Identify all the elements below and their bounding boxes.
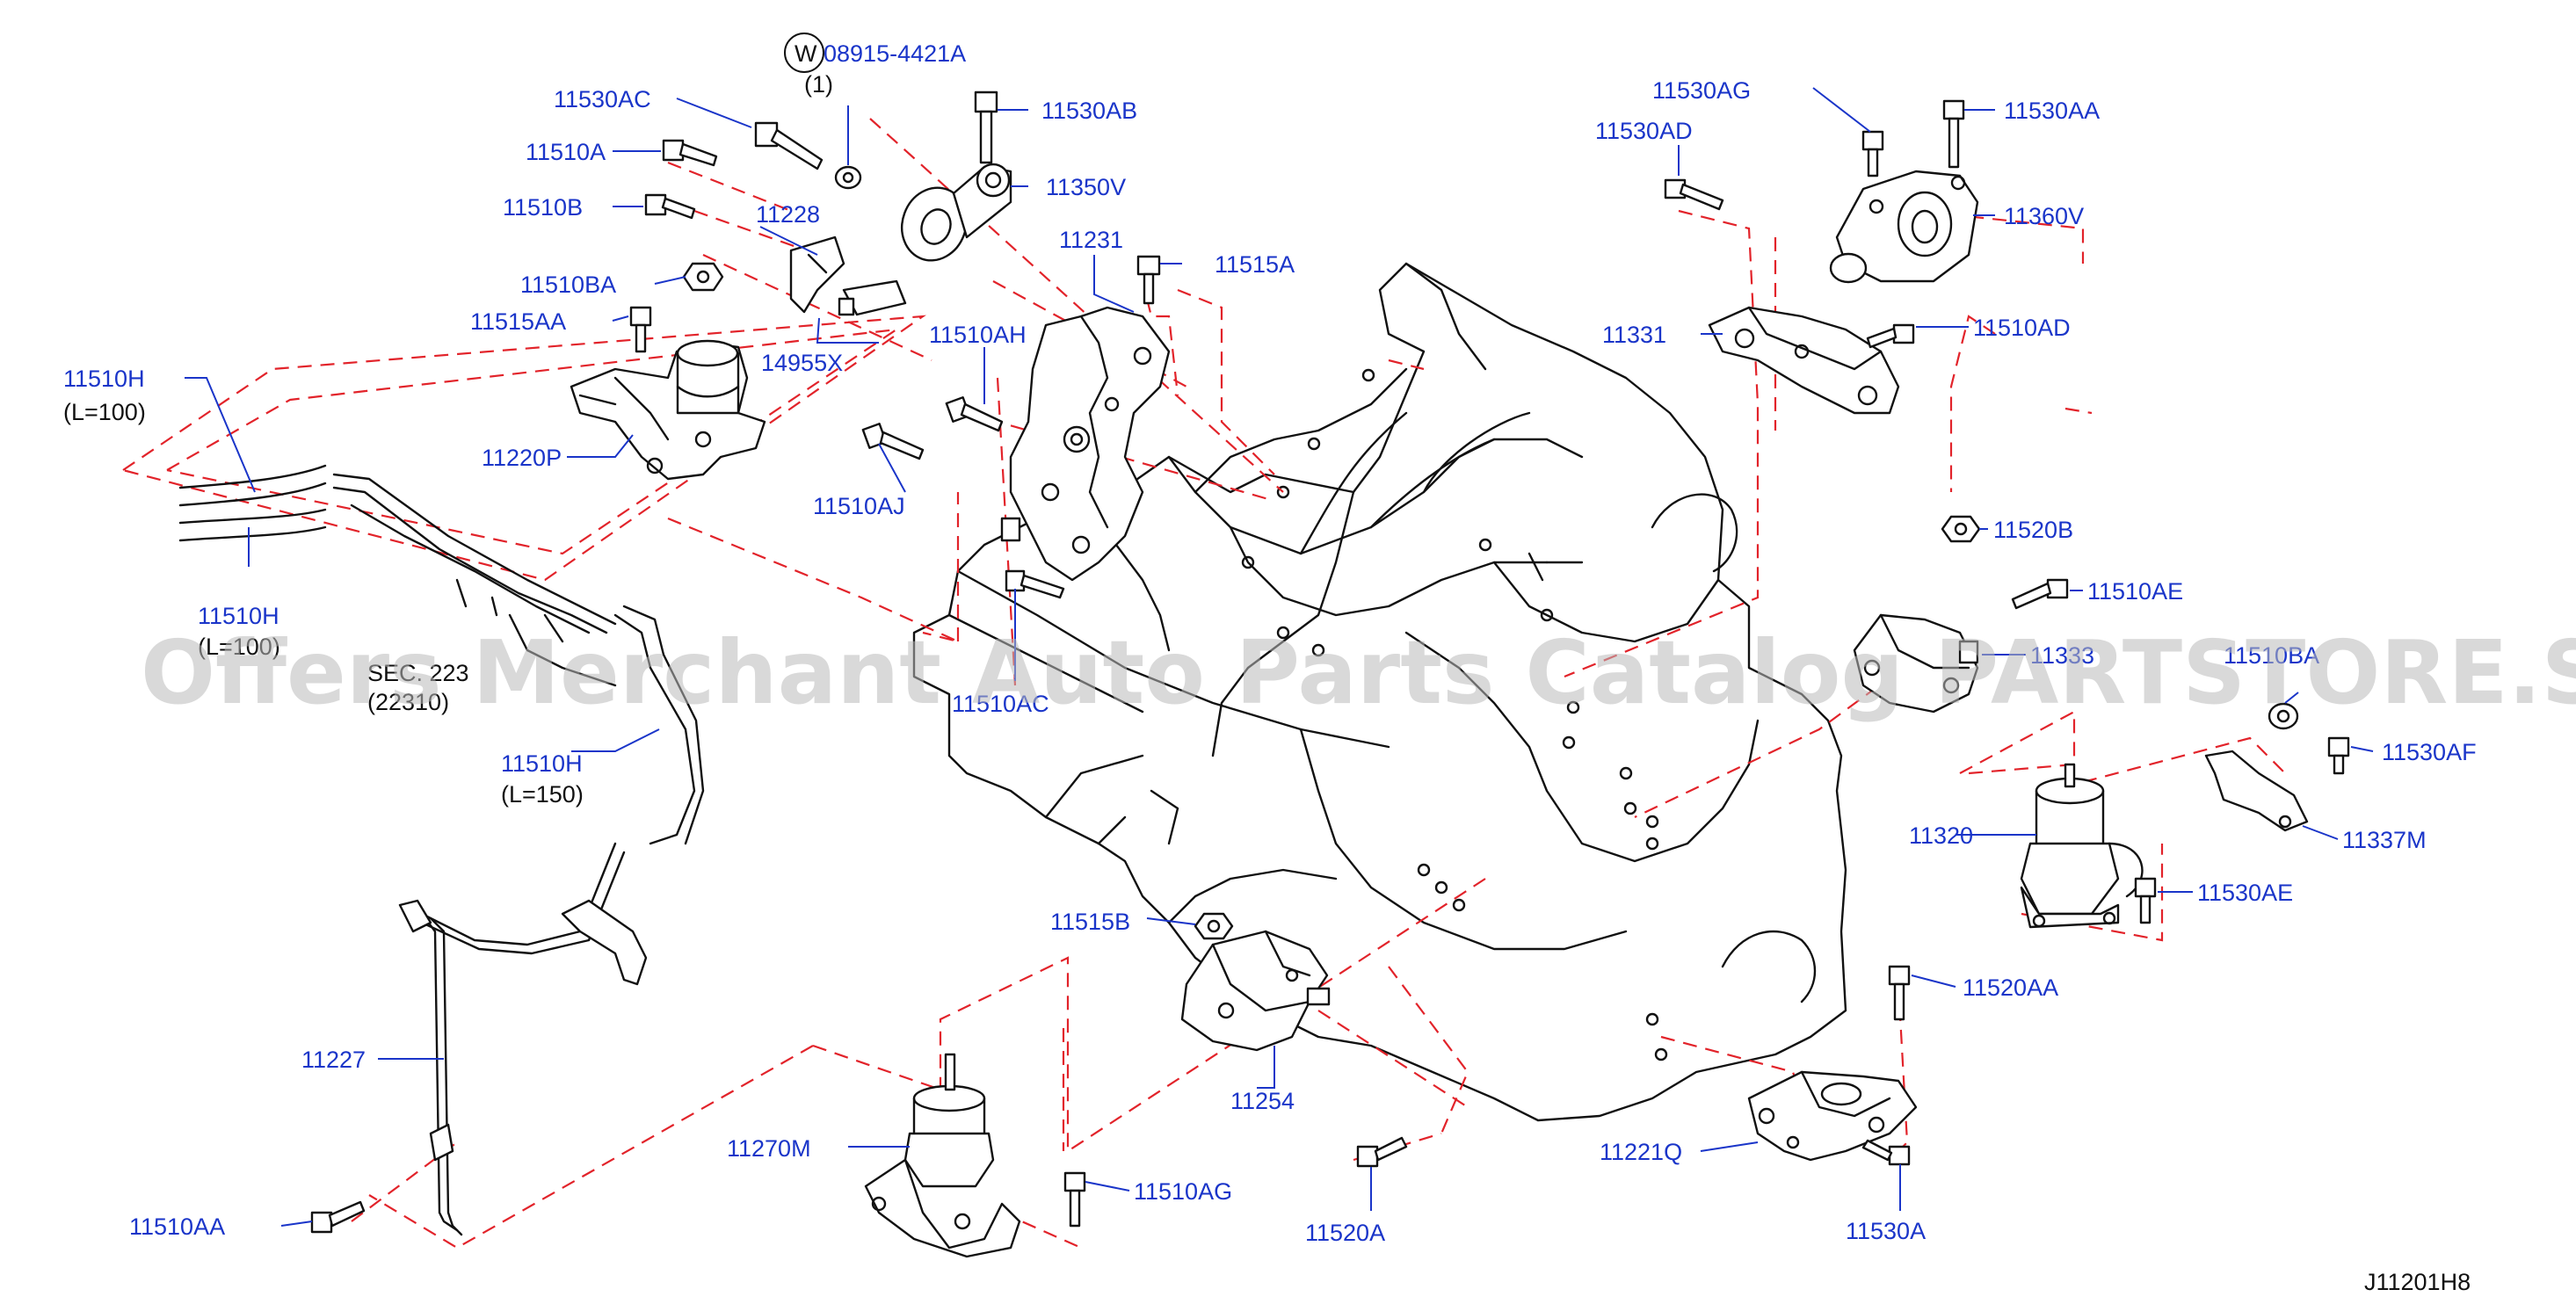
- washer-symbol-circle: [784, 33, 824, 73]
- label-11270m[interactable]: 11270M: [727, 1135, 811, 1162]
- bolt-11530ae[interactable]: [2134, 877, 2157, 924]
- label-11231[interactable]: 11231: [1059, 227, 1123, 253]
- bracket-11331[interactable]: [1708, 306, 1900, 415]
- hose-length-lower: (L=150): [501, 781, 584, 808]
- label-11510ae[interactable]: 11510AE: [2087, 578, 2183, 605]
- hose-length-obscured: (L=100): [198, 634, 280, 660]
- bolt-11510ag[interactable]: [1063, 1171, 1086, 1228]
- label-11331[interactable]: 11331: [1602, 322, 1666, 348]
- label-11530ag[interactable]: 11530AG: [1652, 77, 1751, 104]
- label-11228[interactable]: 11228: [756, 201, 820, 228]
- label-11510ac[interactable]: 11510AC: [952, 691, 1049, 717]
- bolt-11510ad[interactable]: [1866, 323, 1915, 349]
- label-11254[interactable]: 11254: [1230, 1088, 1295, 1114]
- label-11360v[interactable]: 11360V: [2004, 203, 2084, 229]
- label-11530ae[interactable]: 11530AE: [2197, 880, 2293, 906]
- bolt-11510b[interactable]: [644, 193, 696, 220]
- label-11320[interactable]: 11320: [1909, 822, 1973, 849]
- label-11221q[interactable]: 11221Q: [1600, 1139, 1682, 1165]
- bolt-11510ah[interactable]: [945, 396, 1004, 432]
- label-11530ac[interactable]: 11530AC: [554, 86, 651, 112]
- torque-rod-11350v[interactable]: [892, 163, 1012, 270]
- washer-08915[interactable]: [834, 165, 862, 190]
- label-11510a[interactable]: 11510A: [526, 139, 606, 165]
- bolt-11510aj[interactable]: [861, 423, 925, 460]
- bracket-11254[interactable]: [1180, 930, 1331, 1052]
- label-11520a[interactable]: 11520A: [1305, 1220, 1385, 1246]
- label-11510ag[interactable]: 11510AG: [1134, 1178, 1232, 1205]
- diagram-code: J11201H8: [2364, 1269, 2471, 1295]
- section-num: (22310): [367, 689, 449, 715]
- label-11227[interactable]: 11227: [301, 1047, 366, 1073]
- label-11337m[interactable]: 11337M: [2342, 827, 2427, 853]
- bolt-11530ac[interactable]: [754, 121, 824, 170]
- bolt-11530a[interactable]: [1861, 1139, 1911, 1166]
- label-11530ad[interactable]: 11530AD: [1595, 118, 1693, 144]
- label-11510ba-right[interactable]: 11510BA: [2224, 642, 2319, 669]
- bracket-11221q[interactable]: [1747, 1070, 1918, 1162]
- label-11530ab[interactable]: 11530AB: [1041, 98, 1137, 124]
- label-washer-part[interactable]: 08915-4421A: [824, 40, 966, 67]
- bracket-11333[interactable]: [1853, 613, 1979, 714]
- engine-mount-11270m[interactable]: [864, 1053, 1021, 1258]
- label-11515a[interactable]: 11515A: [1215, 251, 1295, 278]
- label-11520b[interactable]: 11520B: [1993, 517, 2073, 543]
- tube-11227[interactable]: [398, 842, 648, 1236]
- nut-11510ba-right[interactable]: [2268, 702, 2299, 730]
- label-11333[interactable]: 11333: [2030, 642, 2094, 669]
- nut-11510ba[interactable]: [682, 262, 724, 292]
- bolt-11510aa[interactable]: [310, 1200, 366, 1234]
- label-14955x[interactable]: 14955X: [761, 350, 843, 376]
- washer-qty: (1): [804, 71, 833, 98]
- label-11220p[interactable]: 11220P: [482, 445, 562, 471]
- section-ref[interactable]: SEC. 223: [367, 660, 469, 686]
- engine-mount-11320[interactable]: [2020, 763, 2144, 929]
- bracket-11337m[interactable]: [2204, 750, 2309, 832]
- bolt-11515aa[interactable]: [629, 306, 652, 353]
- bolt-11510ae[interactable]: [2011, 578, 2069, 610]
- label-11530aa[interactable]: 11530AA: [2004, 98, 2100, 124]
- pipe-sec223[interactable]: [332, 473, 705, 845]
- mount-bracket-11220p[interactable]: [570, 339, 766, 481]
- label-11520aa[interactable]: 11520AA: [1963, 974, 2058, 1001]
- label-11530af[interactable]: 11530AF: [2382, 739, 2477, 765]
- label-11510h-mid[interactable]: 11510H: [198, 603, 279, 629]
- bolt-11520aa[interactable]: [1888, 965, 1911, 1021]
- bolt-11510a[interactable]: [662, 139, 718, 167]
- bracket-11228[interactable]: [789, 235, 845, 314]
- label-11510ad[interactable]: 11510AD: [1973, 315, 2071, 341]
- nut-11515b[interactable]: [1194, 912, 1234, 940]
- bolt-11530aa[interactable]: [1942, 99, 1965, 169]
- bolt-11530af[interactable]: [2327, 736, 2350, 775]
- watermark: Offers Merchant Auto Parts Catalog PARTS…: [141, 621, 2576, 724]
- bolt-11520a[interactable]: [1356, 1136, 1408, 1168]
- label-11510h-lower[interactable]: 11510H: [501, 750, 583, 777]
- leader-lines: [185, 87, 2374, 1227]
- label-11510ah[interactable]: 11510AH: [929, 322, 1027, 348]
- bolt-11530ag[interactable]: [1861, 130, 1884, 177]
- bolt-11530ab[interactable]: [974, 91, 998, 164]
- torque-rod-11360v[interactable]: [1829, 170, 1979, 284]
- label-11510aa[interactable]: 11510AA: [129, 1213, 225, 1240]
- washer-symbol: W: [795, 40, 817, 67]
- label-11515b[interactable]: 11515B: [1050, 909, 1130, 935]
- label-11510h-upper[interactable]: 11510H: [63, 366, 145, 392]
- label-11510aj[interactable]: 11510AJ: [813, 493, 905, 519]
- hose-length-upper: (L=100): [63, 399, 146, 425]
- part-labels: W 08915-4421A (1) 11530AC 11510A 11510B …: [63, 33, 2477, 1295]
- hose-11510h-upper[interactable]: [178, 464, 327, 542]
- bolt-11515a[interactable]: [1136, 255, 1161, 305]
- bracket-11231[interactable]: [1000, 306, 1171, 582]
- nut-11520b[interactable]: [1941, 515, 1981, 543]
- label-11510b[interactable]: 11510B: [503, 194, 583, 221]
- label-11510ba[interactable]: 11510BA: [520, 272, 616, 298]
- bolt-11530ad[interactable]: [1664, 178, 1724, 211]
- sensor-14955x[interactable]: [838, 279, 907, 316]
- label-11350v[interactable]: 11350V: [1046, 174, 1126, 200]
- label-11515aa[interactable]: 11515AA: [470, 308, 566, 335]
- label-11530a[interactable]: 11530A: [1846, 1218, 1926, 1244]
